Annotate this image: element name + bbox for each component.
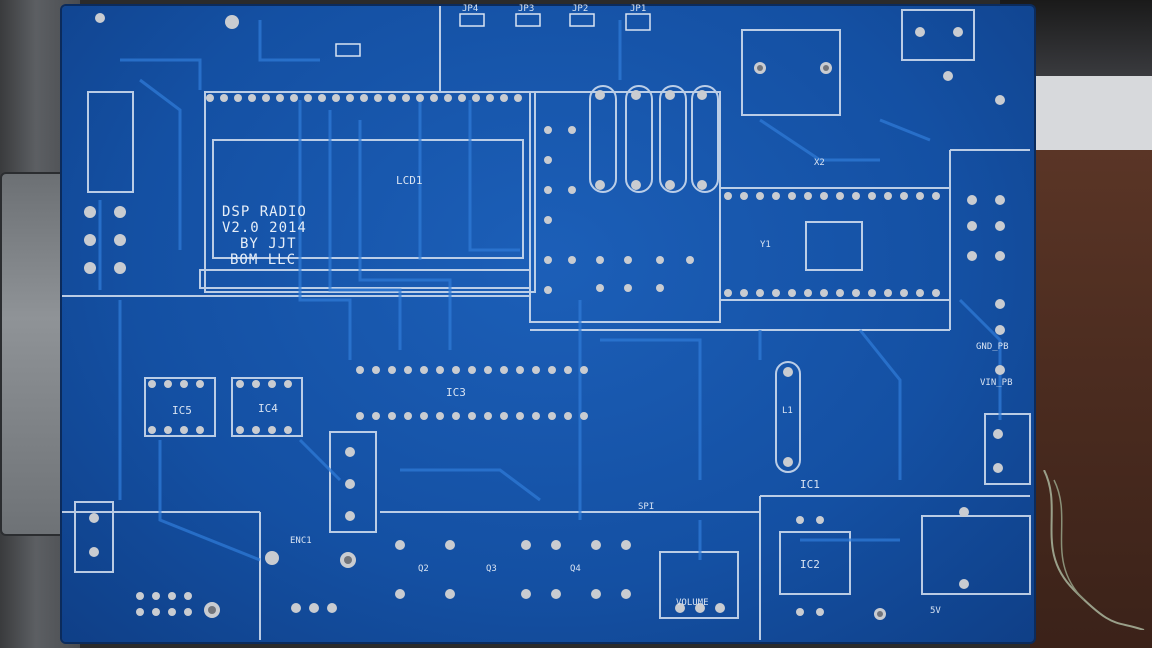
- circuit-board: [62, 6, 1034, 642]
- label-enc: ENC1: [290, 536, 312, 546]
- silkscreen-line-3: BY JJT: [240, 236, 297, 252]
- label-l1: L1: [782, 406, 793, 416]
- label-spi: SPI: [638, 502, 655, 512]
- device-left-panel: [0, 172, 66, 536]
- silkscreen-line-1: DSP RADIO: [222, 204, 307, 220]
- silkscreen-line-4: BOM LLC: [230, 252, 297, 268]
- label-y1: Y1: [760, 240, 771, 250]
- label-x2: X2: [814, 158, 825, 168]
- label-ic5: IC5: [172, 404, 192, 417]
- wooden-surface: [1030, 150, 1152, 648]
- label-ic2: IC2: [800, 558, 820, 571]
- label-ic4: IC4: [258, 402, 278, 415]
- label-q2: Q2: [418, 564, 429, 574]
- string-strands: [1043, 470, 1145, 630]
- label-gnd-pb: GND_PB: [976, 342, 1009, 352]
- board-silkscreen-title: DSP RADIO V2.0 2014 BY JJT BOM LLC: [222, 204, 307, 268]
- label-jp2: JP2: [572, 4, 589, 14]
- label-jp4: JP4: [462, 4, 479, 14]
- label-jp3: JP3: [518, 4, 535, 14]
- label-ic1: IC1: [800, 478, 820, 491]
- label-ic3: IC3: [446, 386, 466, 399]
- label-jp1: JP1: [630, 4, 647, 14]
- label-5v: 5V: [930, 606, 941, 616]
- label-volume: VOLUME: [676, 598, 709, 608]
- label-lcd: LCD1: [396, 174, 423, 187]
- silkscreen-line-2: V2.0 2014: [222, 220, 307, 236]
- label-q3: Q3: [486, 564, 497, 574]
- paper-sheet: [1030, 76, 1152, 152]
- label-vin-pb: VIN_PB: [980, 378, 1013, 388]
- label-q4: Q4: [570, 564, 581, 574]
